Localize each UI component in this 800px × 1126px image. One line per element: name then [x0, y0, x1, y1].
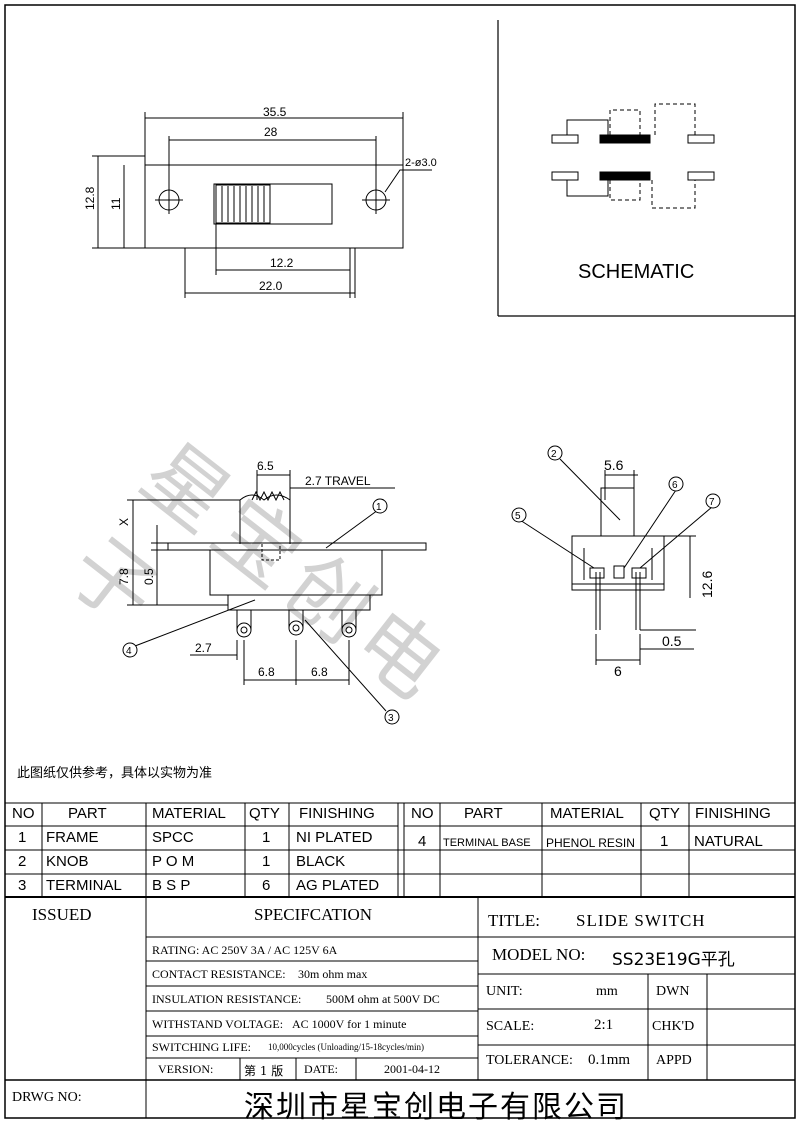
dim-2-7: 2.7 — [195, 641, 212, 655]
bom-row-2-no: 2 — [18, 853, 27, 870]
bom-row-3-qty: 6 — [262, 877, 271, 894]
bom-row-1-finishing: NI PLATED — [296, 829, 373, 846]
balloon-1: 1 — [376, 502, 382, 513]
dim-35-5: 35.5 — [263, 105, 287, 119]
balloon-6: 6 — [672, 480, 678, 491]
bom-row-3-finishing: AG PLATED — [296, 877, 380, 894]
schematic-box — [497, 20, 795, 317]
bom-row-3-part: TERMINAL — [46, 877, 122, 894]
bom-row-3-no: 3 — [18, 877, 27, 894]
spec-insulation-label: INSULATION RESISTANCE: — [152, 992, 302, 1006]
title-label: TITLE: — [488, 911, 540, 930]
unit-value: mm — [596, 984, 618, 999]
unit-label: UNIT: — [486, 984, 523, 999]
tolerance-label: TOLERANCE: — [486, 1053, 573, 1068]
drawing-number-label: DRWG NO: — [12, 1090, 82, 1105]
bom-header-no: NO — [12, 805, 35, 822]
bom-row-4-material: PHENOL RESIN — [546, 836, 635, 850]
bom-header-no-2: NO — [411, 805, 434, 822]
issued-label: ISSUED — [32, 905, 92, 924]
side-view — [127, 470, 427, 712]
title-value: SLIDE SWITCH — [576, 911, 706, 930]
bom-grid — [5, 802, 795, 897]
spec-withstand-label: WITHSTAND VOLTAGE: — [152, 1017, 284, 1031]
bom-row-4-no: 4 — [418, 833, 427, 850]
bom-row-4-qty: 1 — [660, 833, 669, 850]
disclaimer-note: 此图纸仅供参考，具体以实物为准 — [17, 766, 213, 781]
balloon-3: 3 — [388, 713, 394, 724]
dim-12-2: 12.2 — [270, 256, 294, 270]
spec-contact-value: 30m ohm max — [298, 967, 368, 981]
dwn-label: DWN — [656, 984, 690, 999]
bom-row-4-part: TERMINAL BASE — [443, 837, 531, 849]
bom-row-1-no: 1 — [18, 829, 27, 846]
balloon-7: 7 — [709, 497, 715, 508]
chkd-label: CHK'D — [652, 1019, 695, 1034]
version-label: VERSION: — [158, 1062, 214, 1076]
bom-header-finishing: FINISHING — [299, 805, 375, 822]
dim-22-0: 22.0 — [259, 279, 283, 293]
spec-rating: RATING: AC 250V 3A / AC 125V 6A — [152, 943, 338, 957]
company-name: 深圳市星宝创电子有限公司 — [244, 1090, 628, 1125]
dim-knob-width: 6.5 — [257, 459, 274, 473]
tolerance-value: 0.1mm — [588, 1052, 631, 1068]
model-label: MODEL NO: — [492, 945, 586, 964]
dim-0-5-end: 0.5 — [662, 633, 682, 649]
bom-row-2-material: P O M — [152, 853, 195, 870]
dim-7-8: 7.8 — [117, 568, 131, 585]
date-value: 2001-04-12 — [384, 1062, 440, 1076]
bom-row-1-material: SPCC — [152, 829, 194, 846]
outer-border — [4, 4, 796, 1119]
bom-row-3-material: B S P — [152, 877, 191, 894]
bom-header-finishing-2: FINISHING — [695, 805, 771, 822]
dim-12-6: 12.6 — [699, 571, 715, 598]
dim-11: 11 — [109, 197, 123, 210]
model-value: SS23E19G平孔 — [612, 950, 735, 970]
schematic-label: SCHEMATIC — [578, 261, 694, 283]
spec-life-value: 10,000cycles (Unloading/15-18cycles/min) — [268, 1042, 424, 1052]
bom-row-4-finishing: NATURAL — [694, 833, 763, 850]
titleblock-grid — [5, 896, 795, 1118]
bom-row-1-qty: 1 — [262, 829, 271, 846]
top-view — [92, 112, 432, 298]
appd-label: APPD — [656, 1053, 692, 1068]
bom-header-part-2: PART — [464, 805, 503, 822]
date-label: DATE: — [304, 1062, 338, 1076]
dim-x: X — [117, 518, 131, 526]
version-value: 第 1 版 — [244, 1064, 284, 1078]
bom-header-qty: QTY — [249, 805, 280, 822]
bom-row-2-finishing: BLACK — [296, 853, 346, 870]
end-view — [519, 458, 713, 665]
balloon-4: 4 — [126, 646, 132, 657]
dim-0-5-side: 0.5 — [142, 568, 156, 585]
scale-label: SCALE: — [486, 1019, 535, 1034]
spec-title: SPECIFCATION — [254, 905, 373, 924]
spec-insulation-value: 500M ohm at 500V DC — [326, 992, 440, 1006]
dim-6-end: 6 — [614, 663, 622, 679]
scale-value: 2:1 — [594, 1017, 614, 1033]
dim-5-6: 5.6 — [604, 457, 624, 473]
dim-travel: 2.7 TRAVEL — [305, 474, 371, 488]
dim-hole: 2-ø3.0 — [405, 157, 437, 169]
bom-row-2-qty: 1 — [262, 853, 271, 870]
dim-6-8-b: 6.8 — [311, 665, 328, 679]
bom-header-material: MATERIAL — [152, 805, 226, 822]
balloons — [122, 445, 721, 725]
spec-withstand-value: AC 1000V for 1 minute — [292, 1017, 407, 1031]
dim-6-8-a: 6.8 — [258, 665, 275, 679]
spec-contact-label: CONTACT RESISTANCE: — [152, 967, 286, 981]
schematic-symbol — [551, 103, 715, 209]
balloon-2: 2 — [551, 449, 557, 460]
knob-hatch — [221, 186, 265, 222]
dim-28: 28 — [264, 125, 278, 139]
spec-life-label: SWITCHING LIFE: — [152, 1040, 251, 1054]
bom-header-material-2: MATERIAL — [550, 805, 624, 822]
bom-row-1-part: FRAME — [46, 829, 99, 846]
bom-header-part: PART — [68, 805, 107, 822]
bom-header-qty-2: QTY — [649, 805, 680, 822]
balloon-5: 5 — [515, 511, 521, 522]
bom-row-2-part: KNOB — [46, 853, 89, 870]
dim-12-8: 12.8 — [83, 186, 97, 210]
